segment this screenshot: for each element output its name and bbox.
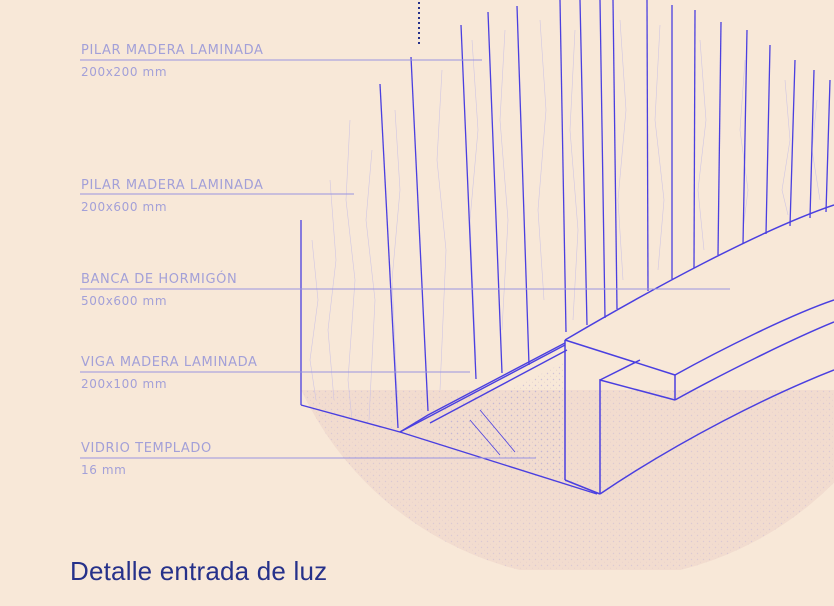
label-banca-title: BANCA DE HORMIGÓN: [81, 272, 238, 287]
leader-lines: [80, 59, 730, 459]
timber-pillars: [300, 0, 831, 429]
label-viga-size: 200x100 mm: [81, 377, 168, 391]
label-pilar-200x600-title: PILAR MADERA LAMINADA: [81, 178, 264, 193]
base-beam: [300, 342, 598, 495]
figure-caption: Detalle entrada de luz: [70, 556, 328, 586]
label-pilar-200x200-size: 200x200 mm: [81, 65, 168, 79]
wood-grain-sketch: [309, 19, 821, 421]
label-pilar-200x200-title: PILAR MADERA LAMINADA: [81, 43, 264, 58]
label-viga-title: VIGA MADERA LAMINADA: [81, 355, 258, 370]
label-vidrio-title: VIDRIO TEMPLADO: [81, 441, 212, 456]
label-vidrio-size: 16 mm: [81, 463, 127, 477]
label-pilar-200x600-size: 200x600 mm: [81, 200, 168, 214]
concrete-bench: [564, 204, 834, 495]
label-banca-size: 500x600 mm: [81, 294, 168, 308]
tempered-glass: [430, 362, 565, 480]
